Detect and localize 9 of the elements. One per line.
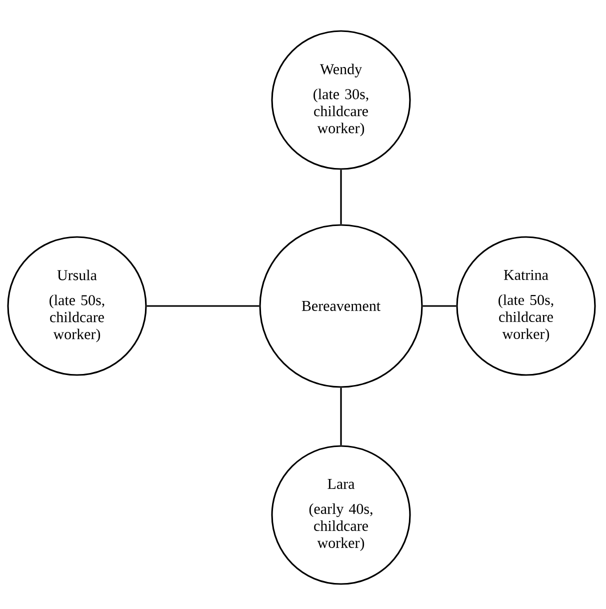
connector-line [422,305,456,307]
connector-line [146,305,260,307]
circle-node: Lara (early 40s, childcare worker) [271,445,411,585]
circle-node: Wendy (late 30s, childcare worker) [271,30,411,170]
circle-node: Bereavement [259,224,423,388]
circle-node: Ursula (late 50s, childcare worker) [7,236,147,376]
connector-line [340,388,342,446]
connector-line [340,170,342,224]
circle-node: Katrina (late 50s, childcare worker) [456,236,596,376]
